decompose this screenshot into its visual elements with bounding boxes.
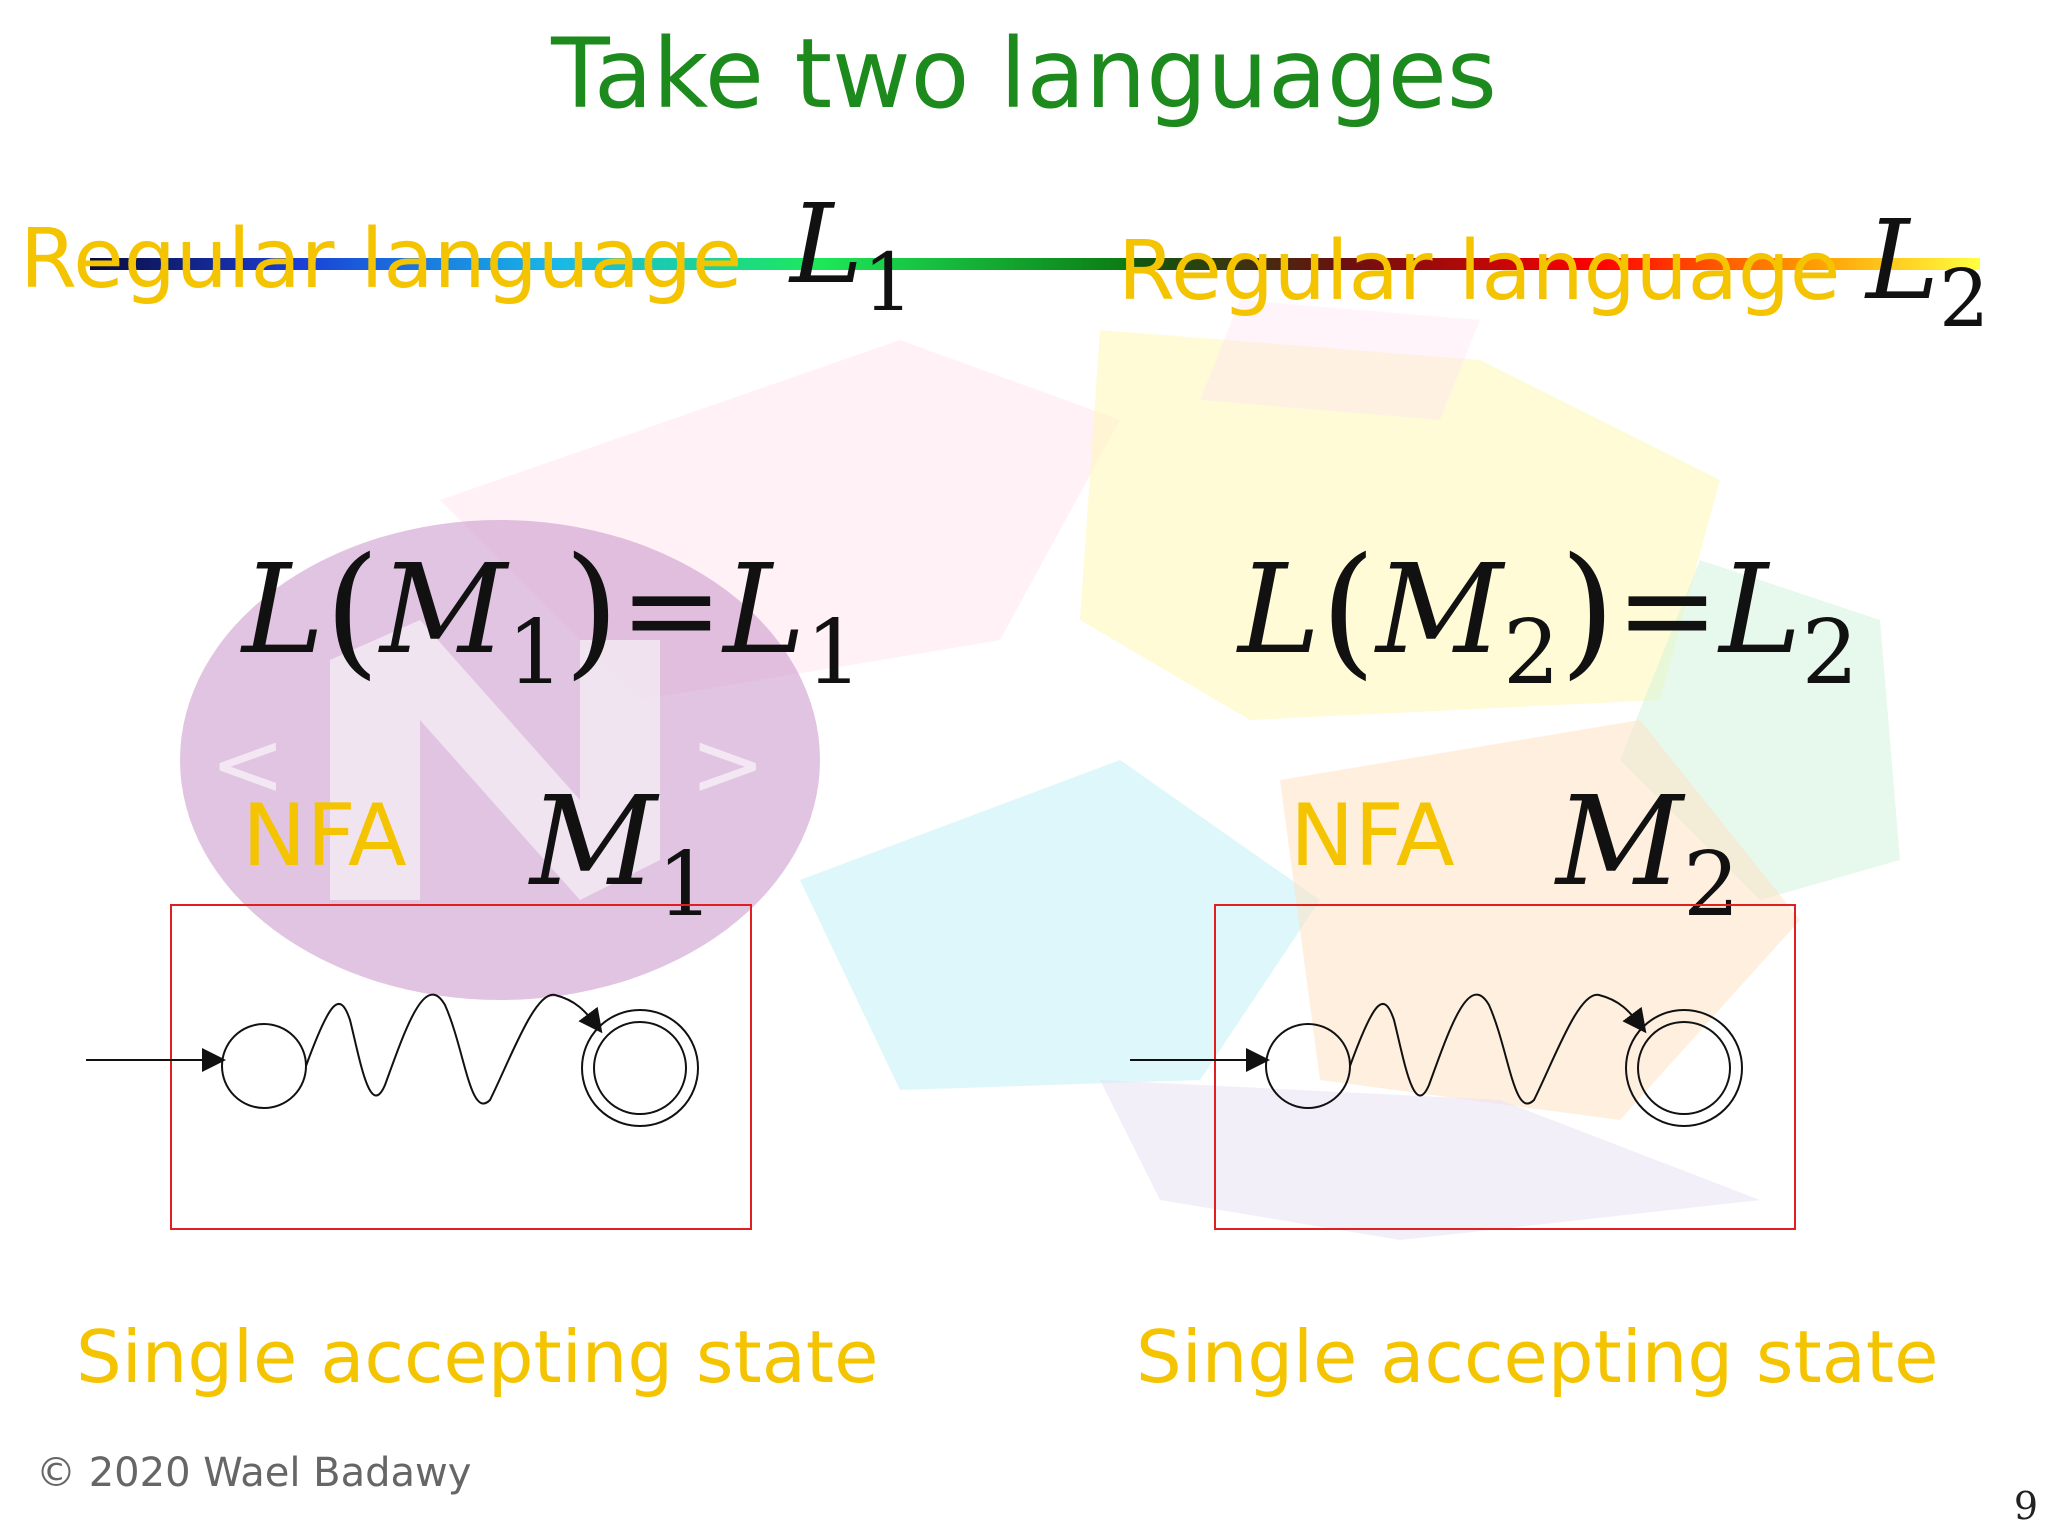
svg-text:>: >	[690, 712, 765, 817]
regular-language-label-left: Regular language	[20, 212, 743, 307]
slide-title: Take two languages	[551, 18, 1497, 130]
nfa-diagram-right	[1130, 993, 1743, 1127]
machine-symbol-right: M2	[1556, 770, 1740, 938]
nfa-box-left	[170, 904, 752, 1230]
svg-text:<: <	[210, 712, 285, 817]
accept-state-inner-right	[1637, 1021, 1731, 1115]
caption-left: Single accepting state	[76, 1315, 879, 1399]
language-symbol-right: L2	[1866, 196, 1990, 345]
wavy-path-left	[305, 993, 603, 1105]
language-symbol-left: L1	[790, 180, 914, 329]
nfa-diagram-left	[86, 993, 699, 1127]
start-state-right	[1265, 1023, 1351, 1109]
equation-left: L(M1)=L1	[242, 527, 863, 706]
accept-state-inner-left	[593, 1021, 687, 1115]
nfa-label-right: NFA	[1290, 786, 1455, 886]
footer-copyright: © 2020 Wael Badawy	[36, 1450, 472, 1496]
equation-right: L(M2)=L2	[1238, 527, 1859, 706]
accept-state-outer-left	[581, 1009, 699, 1127]
machine-symbol-left: M1	[530, 770, 714, 938]
regular-language-label-right: Regular language	[1118, 224, 1841, 319]
caption-right: Single accepting state	[1136, 1315, 1939, 1399]
nfa-label-left: NFA	[242, 786, 407, 886]
start-state-left	[221, 1023, 307, 1109]
wavy-path-right	[1349, 993, 1647, 1105]
nfa-box-right	[1214, 904, 1796, 1230]
accept-state-outer-right	[1625, 1009, 1743, 1127]
page-number: 9	[2013, 1484, 2038, 1528]
